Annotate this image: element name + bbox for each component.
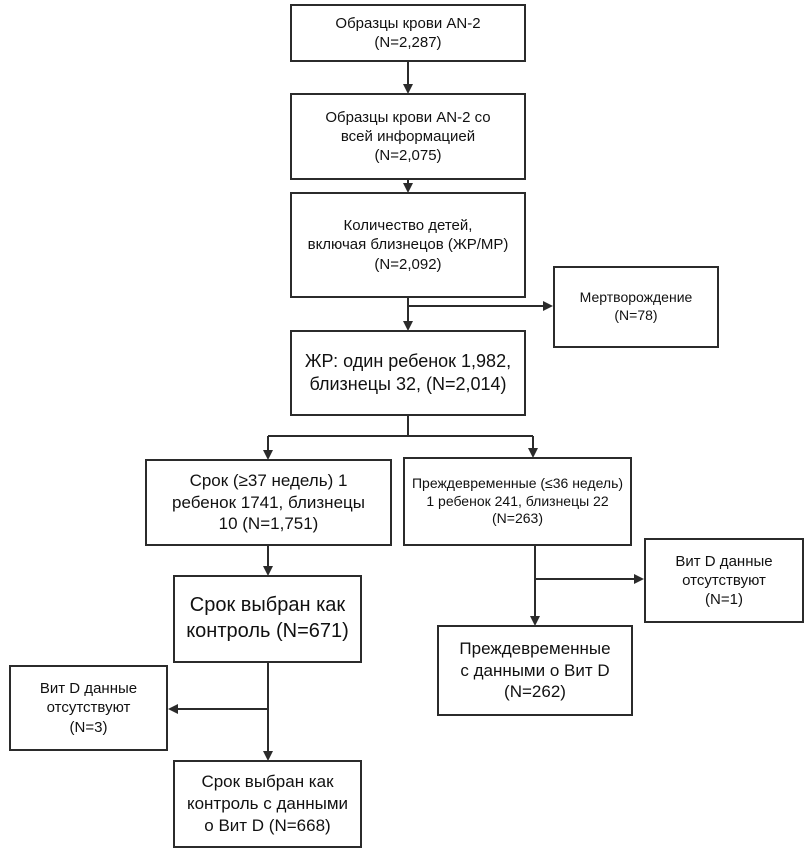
box-samples-complete-info: Образцы крови AN-2 со всей информацией (… xyxy=(290,93,526,180)
box-term-control-text: Срок выбран как контроль (N=671) xyxy=(186,594,349,642)
box-preterm-vitd-text: Преждевременные с данными о Вит D (N=262… xyxy=(459,638,611,702)
box-children-count-text: Количество детей, включая близнецов (ЖР/… xyxy=(307,217,509,273)
box-blood-samples: Образцы крови AN-2 (N=2,287) xyxy=(290,4,526,62)
box-preterm-vitd: Преждевременные с данными о Вит D (N=262… xyxy=(437,625,633,716)
box-term: Срок (≥37 недель) 1 ребенок 1741, близне… xyxy=(145,459,392,546)
box-term-control-vitd: Срок выбран как контроль с данными о Вит… xyxy=(173,760,362,848)
box-stillbirth-text: Мертворождение (N=78) xyxy=(579,289,693,323)
box-samples-complete-info-text: Образцы крови AN-2 со всей информацией (… xyxy=(325,108,491,165)
box-vitd-missing-left-text: Вит D данные отсутствуют (N=3) xyxy=(39,680,138,736)
box-live-births: ЖР: один ребенок 1,982, близнецы 32, (N=… xyxy=(290,330,526,416)
box-vitd-missing-left: Вит D данные отсутствуют (N=3) xyxy=(9,665,168,751)
box-children-count: Количество детей, включая близнецов (ЖР/… xyxy=(290,192,526,298)
box-preterm: Преждевременные (≤36 недель) 1 ребенок 2… xyxy=(403,457,632,546)
box-term-text: Срок (≥37 недель) 1 ребенок 1741, близне… xyxy=(172,470,365,534)
box-vitd-missing-right-text: Вит D данные отсутствуют (N=1) xyxy=(675,552,773,609)
box-stillbirth: Мертворождение (N=78) xyxy=(553,266,719,348)
box-term-control: Срок выбран как контроль (N=671) xyxy=(173,575,362,663)
box-term-control-vitd-text: Срок выбран как контроль с данными о Вит… xyxy=(186,772,349,835)
box-blood-samples-text: Образцы крови AN-2 (N=2,287) xyxy=(335,14,481,51)
box-preterm-text: Преждевременные (≤36 недель) 1 ребенок 2… xyxy=(411,474,624,527)
box-live-births-text: ЖР: один ребенок 1,982, близнецы 32, (N=… xyxy=(304,350,512,394)
box-vitd-missing-right: Вит D данные отсутствуют (N=1) xyxy=(644,538,804,623)
